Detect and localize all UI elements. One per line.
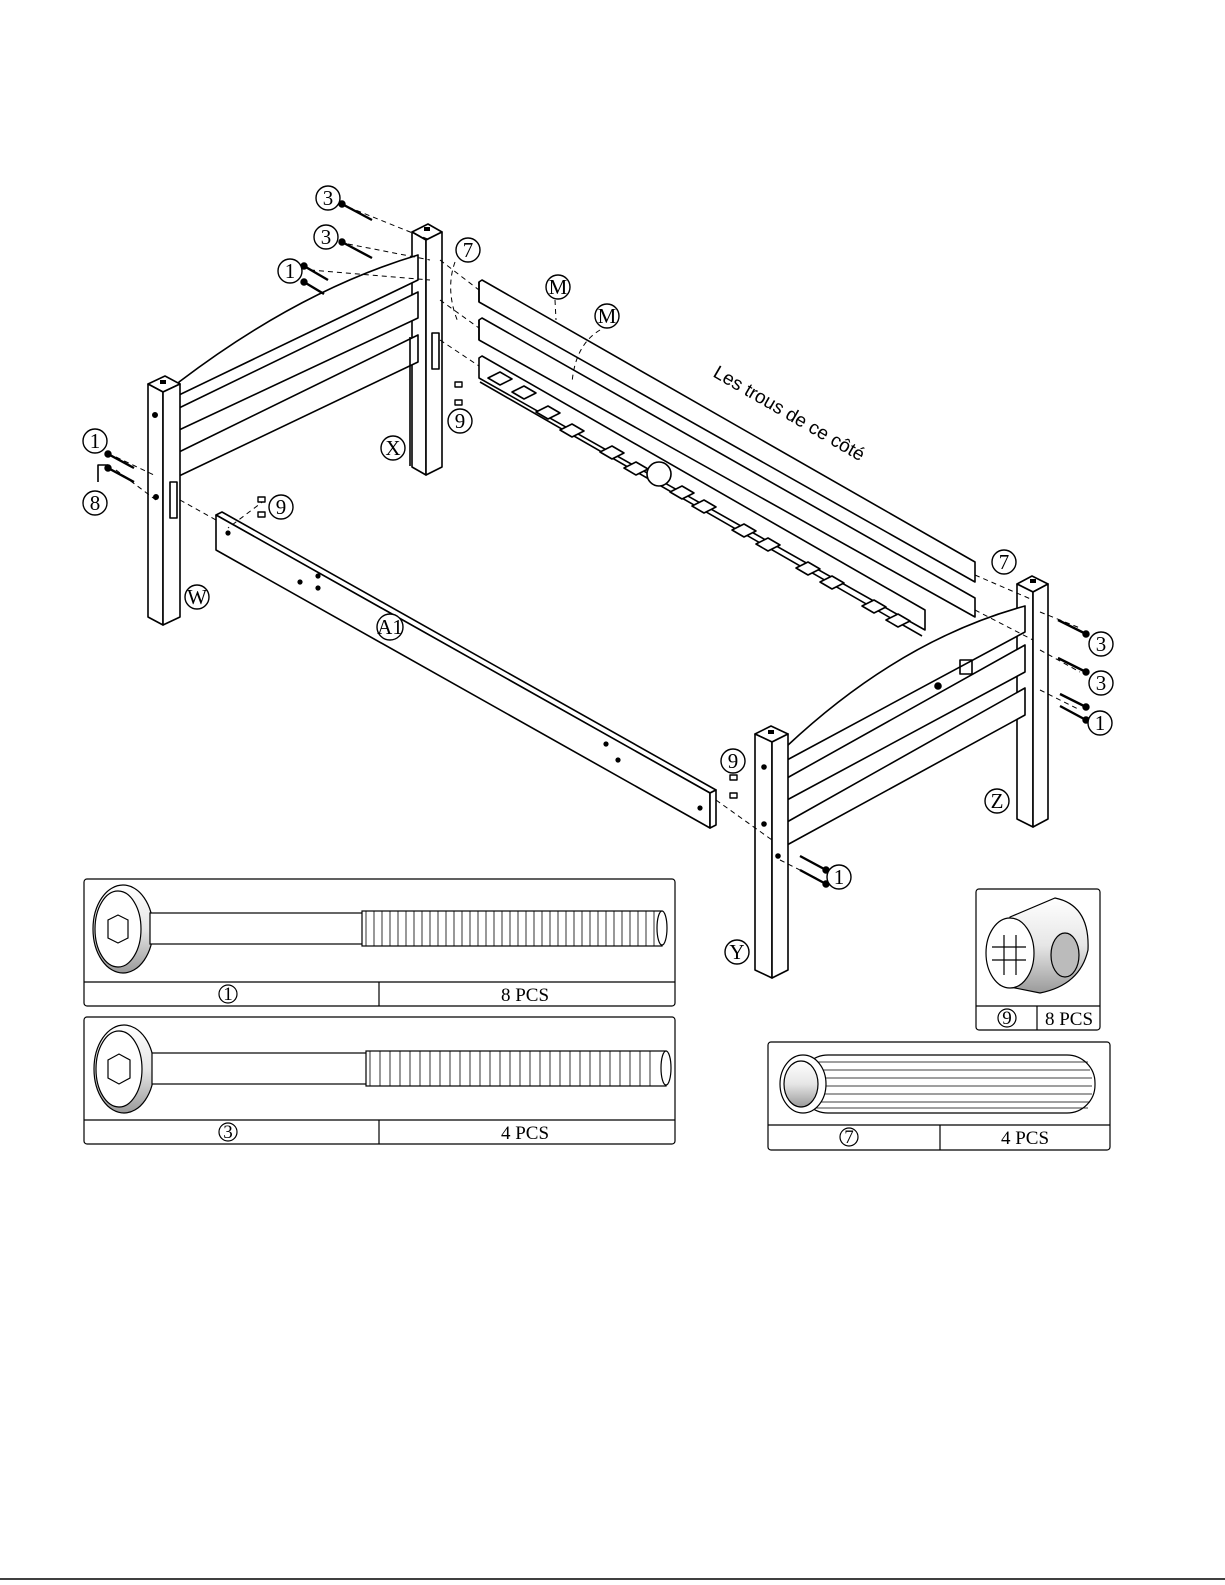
holes-side-note: Les trous de ce côté: [710, 362, 869, 466]
svg-text:1: 1: [1095, 711, 1106, 735]
part-id-3: 3: [223, 1122, 233, 1143]
svg-text:9: 9: [276, 495, 287, 519]
svg-text:3: 3: [323, 186, 334, 210]
callout-screw-3-top: 3: [316, 186, 340, 210]
parts-box-screw-3: [84, 1017, 675, 1144]
callout-post-x: X: [381, 436, 405, 460]
part-qty-1: 8 PCS: [501, 985, 549, 1006]
svg-text:M: M: [549, 275, 568, 299]
svg-text:3: 3: [321, 225, 332, 249]
callout-screw-1-post-w: 1: [83, 429, 107, 453]
svg-text:1: 1: [90, 429, 101, 453]
svg-text:A1: A1: [377, 615, 403, 639]
part-id-7: 7: [844, 1127, 854, 1148]
side-rail-m-bottom: [479, 318, 975, 617]
callout-screw-3-mid: 3: [314, 225, 338, 249]
svg-text:W: W: [187, 585, 207, 609]
svg-text:8: 8: [90, 491, 101, 515]
side-rail-m-top: [479, 280, 975, 582]
front-rail-a1: [216, 512, 716, 828]
svg-text:M: M: [598, 304, 617, 328]
part-qty-7: 4 PCS: [1001, 1128, 1049, 1149]
callout-screw-1-post-y: 1: [827, 865, 851, 889]
callout-rail-m-top: M: [546, 275, 570, 299]
svg-text:7: 7: [463, 238, 474, 262]
svg-text:7: 7: [999, 550, 1010, 574]
callout-bolt-8: 8: [83, 491, 107, 515]
parts-box-dowel-7: [768, 1042, 1110, 1150]
wood-dowel-icon: [780, 1055, 1095, 1113]
callout-barrel-nut-9-left: 9: [269, 495, 293, 519]
post-w: [148, 376, 180, 625]
svg-text:3: 3: [1096, 671, 1107, 695]
callout-post-z: Z: [985, 789, 1009, 813]
callout-rail-a1: A1: [377, 614, 403, 640]
svg-text:1: 1: [834, 865, 845, 889]
callout-barrel-nut-9-right: 9: [721, 749, 745, 773]
callout-screw-3-right-mid: 3: [1089, 671, 1113, 695]
parts-box-screw-1: [84, 879, 675, 1006]
callout-post-w: W: [185, 585, 209, 609]
callout-dowel-7-left: 7: [456, 238, 480, 262]
svg-text:3: 3: [1096, 632, 1107, 656]
post-y: [755, 726, 788, 978]
callout-screw-1-head-left: 1: [278, 259, 302, 283]
svg-text:9: 9: [728, 749, 739, 773]
svg-text:9: 9: [455, 409, 466, 433]
part-qty-9: 8 PCS: [1045, 1009, 1093, 1030]
part-id-1: 1: [223, 984, 233, 1005]
callout-rail-m-second: M: [595, 304, 619, 328]
callout-screw-3-right-top: 3: [1089, 632, 1113, 656]
callout-dowel-7-right: 7: [992, 550, 1016, 574]
callout-screw-1-right: 1: [1088, 711, 1112, 735]
callout-barrel-nut-9-upper: 9: [448, 409, 472, 433]
svg-text:1: 1: [285, 259, 296, 283]
svg-text:X: X: [385, 436, 400, 460]
svg-text:Y: Y: [729, 940, 744, 964]
part-qty-3: 4 PCS: [501, 1123, 549, 1144]
svg-text:Z: Z: [991, 789, 1004, 813]
callout-post-y: Y: [725, 940, 749, 964]
part-id-9: 9: [1002, 1008, 1012, 1029]
